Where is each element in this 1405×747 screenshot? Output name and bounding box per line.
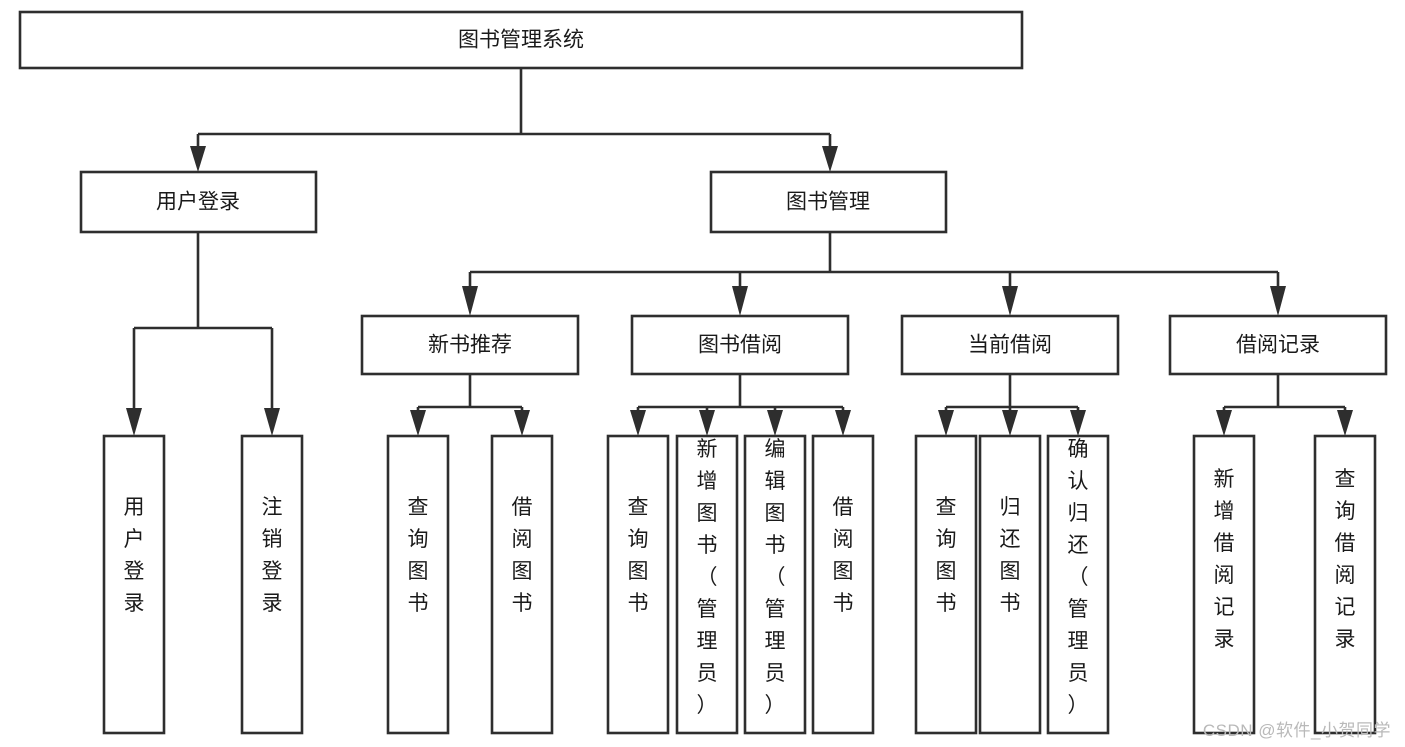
arrow-head-leaf-edit-book: [767, 410, 783, 436]
node-user-login[interactable]: 用户登录: [79, 170, 318, 234]
node-book-borrow[interactable]: 图书借阅: [630, 314, 850, 376]
node-leaf-user-login[interactable]: 用户登录: [102, 434, 166, 735]
connector-group-root-to-level2: [190, 68, 838, 172]
node-leaf-query-book-1-label: 查询图书: [408, 496, 429, 615]
node-leaf-logout[interactable]: 注销登录: [240, 434, 304, 735]
node-leaf-add-record-box[interactable]: [1192, 434, 1256, 735]
arrow-head-leaf-logout: [264, 408, 280, 436]
node-book-manage-box[interactable]: [709, 170, 948, 234]
arrow-head-leaf-return-book: [1002, 410, 1018, 436]
node-borrow-record-box[interactable]: [1168, 314, 1388, 376]
node-new-book-recommend-label: 新书推荐: [428, 334, 512, 357]
node-root[interactable]: 图书管理系统: [18, 10, 1024, 70]
arrow-head-current-borrow: [1002, 286, 1018, 316]
arrow-head-leaf-confirm-return: [1070, 410, 1086, 436]
node-book-borrow-box[interactable]: [630, 314, 850, 376]
node-leaf-query-record-label: 查询借阅记录: [1335, 468, 1356, 651]
node-leaf-edit-book-box[interactable]: [743, 434, 807, 735]
node-leaf-borrow-book-1[interactable]: 借阅图书: [490, 434, 554, 735]
node-leaf-edit-book[interactable]: 编辑图书（管理员）: [743, 434, 807, 735]
node-leaf-borrow-book-1-box[interactable]: [490, 434, 554, 735]
node-leaf-query-book-2-label: 查询图书: [628, 496, 649, 615]
arrow-head-leaf-query-book-2: [630, 410, 646, 436]
node-new-book-recommend-box[interactable]: [360, 314, 580, 376]
node-user-login-box[interactable]: [79, 170, 318, 234]
node-borrow-record[interactable]: 借阅记录: [1168, 314, 1388, 376]
node-leaf-query-record-box[interactable]: [1313, 434, 1377, 735]
arrow-head-leaf-add-book: [699, 410, 715, 436]
node-leaf-query-book-3[interactable]: 查询图书: [914, 434, 978, 735]
arrow-head-leaf-add-record: [1216, 410, 1232, 436]
node-leaf-add-record[interactable]: 新增借阅记录: [1192, 434, 1256, 735]
node-leaf-return-book-box[interactable]: [978, 434, 1042, 735]
node-leaf-query-record[interactable]: 查询借阅记录: [1313, 434, 1377, 735]
node-leaf-borrow-book-1-label: 借阅图书: [512, 496, 533, 615]
connector-group-book-borrow-leaves: [630, 374, 851, 436]
node-leaf-add-record-label: 新增借阅记录: [1214, 468, 1235, 651]
node-leaf-return-book[interactable]: 归还图书: [978, 434, 1042, 735]
node-leaf-confirm-return[interactable]: 确认归还（管理员）: [1046, 434, 1110, 735]
connector-group-borrow-record-leaves: [1216, 374, 1353, 436]
node-leaf-borrow-book-2[interactable]: 借阅图书: [811, 434, 875, 735]
arrow-head-leaf-query-book-3: [938, 410, 954, 436]
arrow-head-user-login: [190, 146, 206, 172]
node-leaf-add-book-box[interactable]: [675, 434, 739, 735]
node-leaf-query-book-2-box[interactable]: [606, 434, 670, 735]
node-leaf-add-book-label: 新增图书（管理员）: [697, 438, 718, 717]
node-leaf-edit-book-label: 编辑图书（管理员）: [765, 438, 786, 717]
node-leaf-borrow-book-2-box[interactable]: [811, 434, 875, 735]
node-book-borrow-label: 图书借阅: [698, 334, 782, 357]
node-leaf-logout-label: 注销登录: [262, 496, 283, 615]
arrow-head-book-borrow: [732, 286, 748, 316]
node-current-borrow-box[interactable]: [900, 314, 1120, 376]
node-borrow-record-label: 借阅记录: [1236, 334, 1320, 357]
node-leaf-logout-box[interactable]: [240, 434, 304, 735]
node-root-box[interactable]: [18, 10, 1024, 70]
arrow-head-leaf-user-login: [126, 408, 142, 436]
arrow-head-leaf-borrow-book-1: [514, 410, 530, 436]
node-current-borrow-label: 当前借阅: [968, 334, 1052, 357]
arrow-head-new-book-recommend: [462, 286, 478, 316]
node-leaf-borrow-book-2-label: 借阅图书: [833, 496, 854, 615]
node-leaf-user-login-label: 用户登录: [124, 496, 145, 615]
node-leaf-query-book-3-box[interactable]: [914, 434, 978, 735]
node-leaf-user-login-box[interactable]: [102, 434, 166, 735]
node-book-manage-label: 图书管理: [786, 191, 870, 214]
node-current-borrow[interactable]: 当前借阅: [900, 314, 1120, 376]
connector-group-user-login-leaves: [126, 232, 280, 436]
node-root-label: 图书管理系统: [458, 29, 584, 52]
connector-group-book-manage-to-level3: [462, 232, 1286, 316]
node-leaf-query-book-3-label: 查询图书: [936, 496, 957, 615]
arrow-head-leaf-query-record: [1337, 410, 1353, 436]
connector-group-new-book-recommend-leaves: [410, 374, 530, 436]
arrow-head-borrow-record: [1270, 286, 1286, 316]
node-leaf-query-book-2[interactable]: 查询图书: [606, 434, 670, 735]
arrow-head-leaf-borrow-book-2: [835, 410, 851, 436]
node-book-manage[interactable]: 图书管理: [709, 170, 948, 234]
node-new-book-recommend[interactable]: 新书推荐: [360, 314, 580, 376]
node-leaf-return-book-label: 归还图书: [1000, 496, 1021, 615]
node-user-login-label: 用户登录: [156, 191, 240, 214]
node-leaf-confirm-return-label: 确认归还（管理员）: [1068, 438, 1089, 717]
node-leaf-query-book-1-box[interactable]: [386, 434, 450, 735]
node-leaf-confirm-return-box[interactable]: [1046, 434, 1110, 735]
connector-group-current-borrow-leaves: [938, 374, 1086, 436]
node-leaf-add-book[interactable]: 新增图书（管理员）: [675, 434, 739, 735]
arrow-head-book-manage: [822, 146, 838, 172]
arrow-head-leaf-query-book-1: [410, 410, 426, 436]
node-leaf-query-book-1[interactable]: 查询图书: [386, 434, 450, 735]
